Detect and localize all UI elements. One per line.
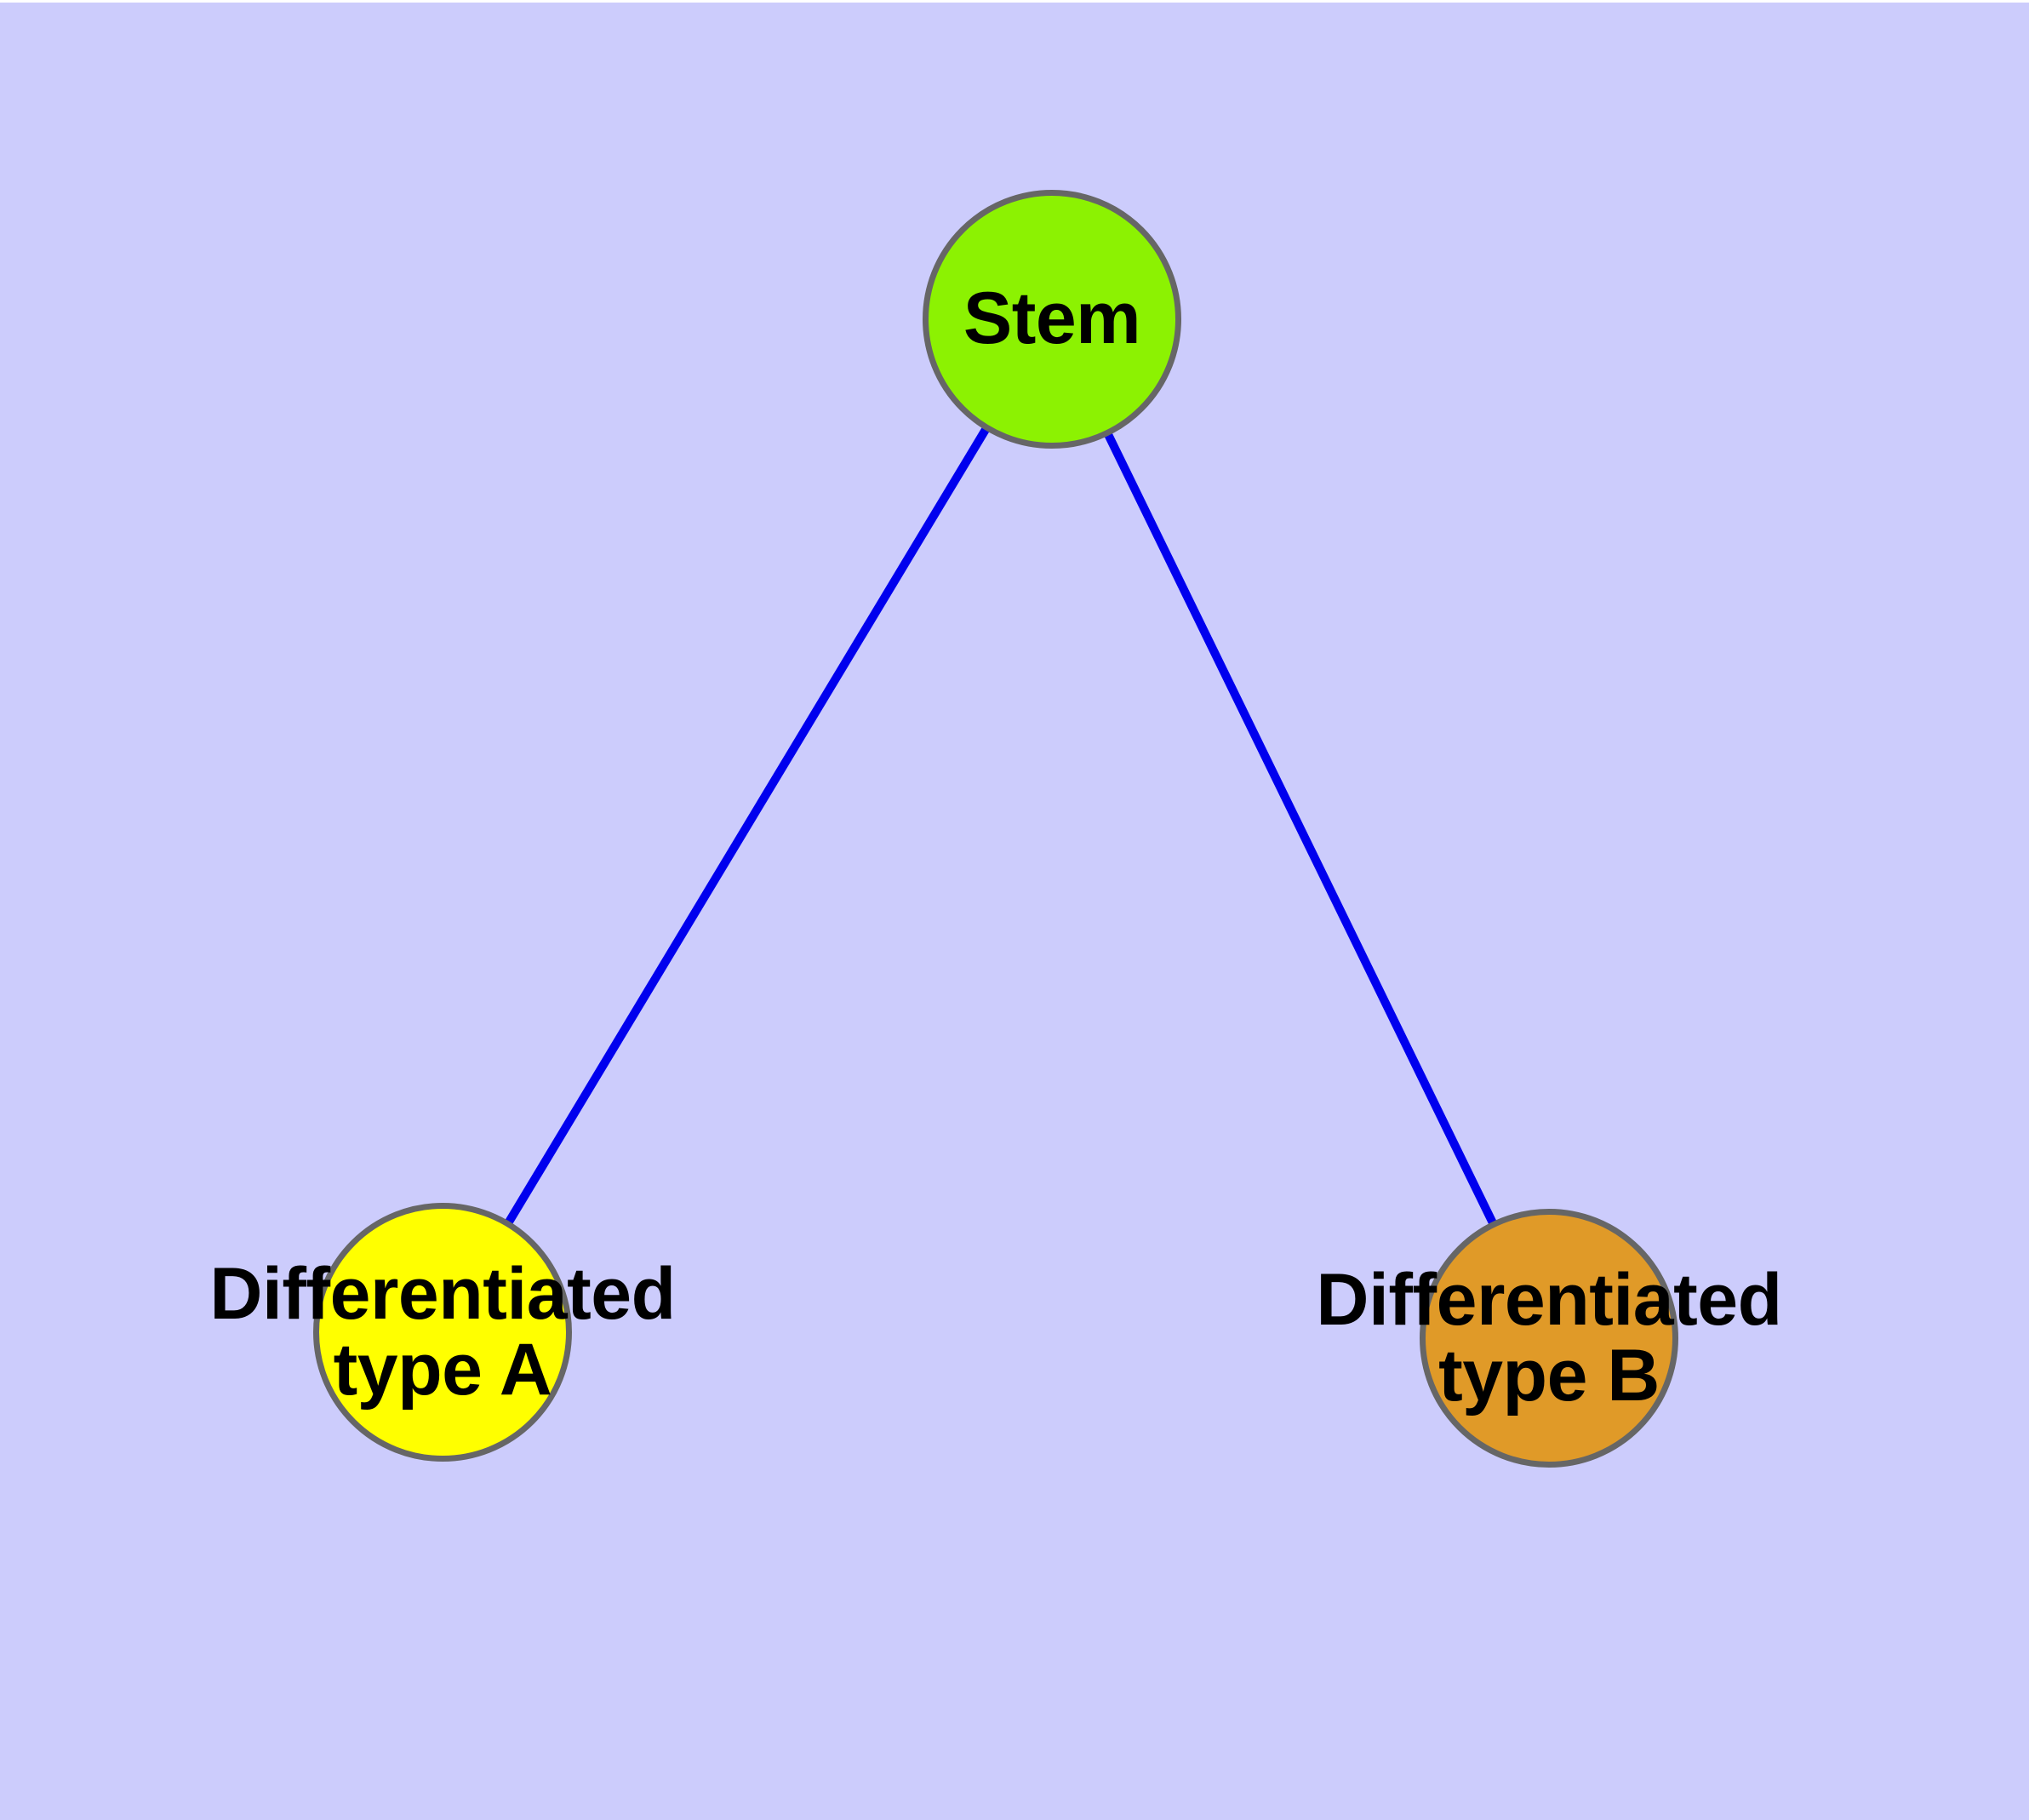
edge-stem-to-a bbox=[504, 425, 991, 1227]
node-differentiated-type-b-circle[interactable] bbox=[1420, 1209, 1678, 1468]
node-differentiated-type-a-circle[interactable] bbox=[313, 1203, 572, 1462]
edge-stem-to-b bbox=[1103, 430, 1498, 1228]
top-white-margin bbox=[0, 0, 2029, 3]
edge-collection bbox=[504, 425, 1498, 1228]
node-stem-circle[interactable] bbox=[923, 190, 1181, 449]
